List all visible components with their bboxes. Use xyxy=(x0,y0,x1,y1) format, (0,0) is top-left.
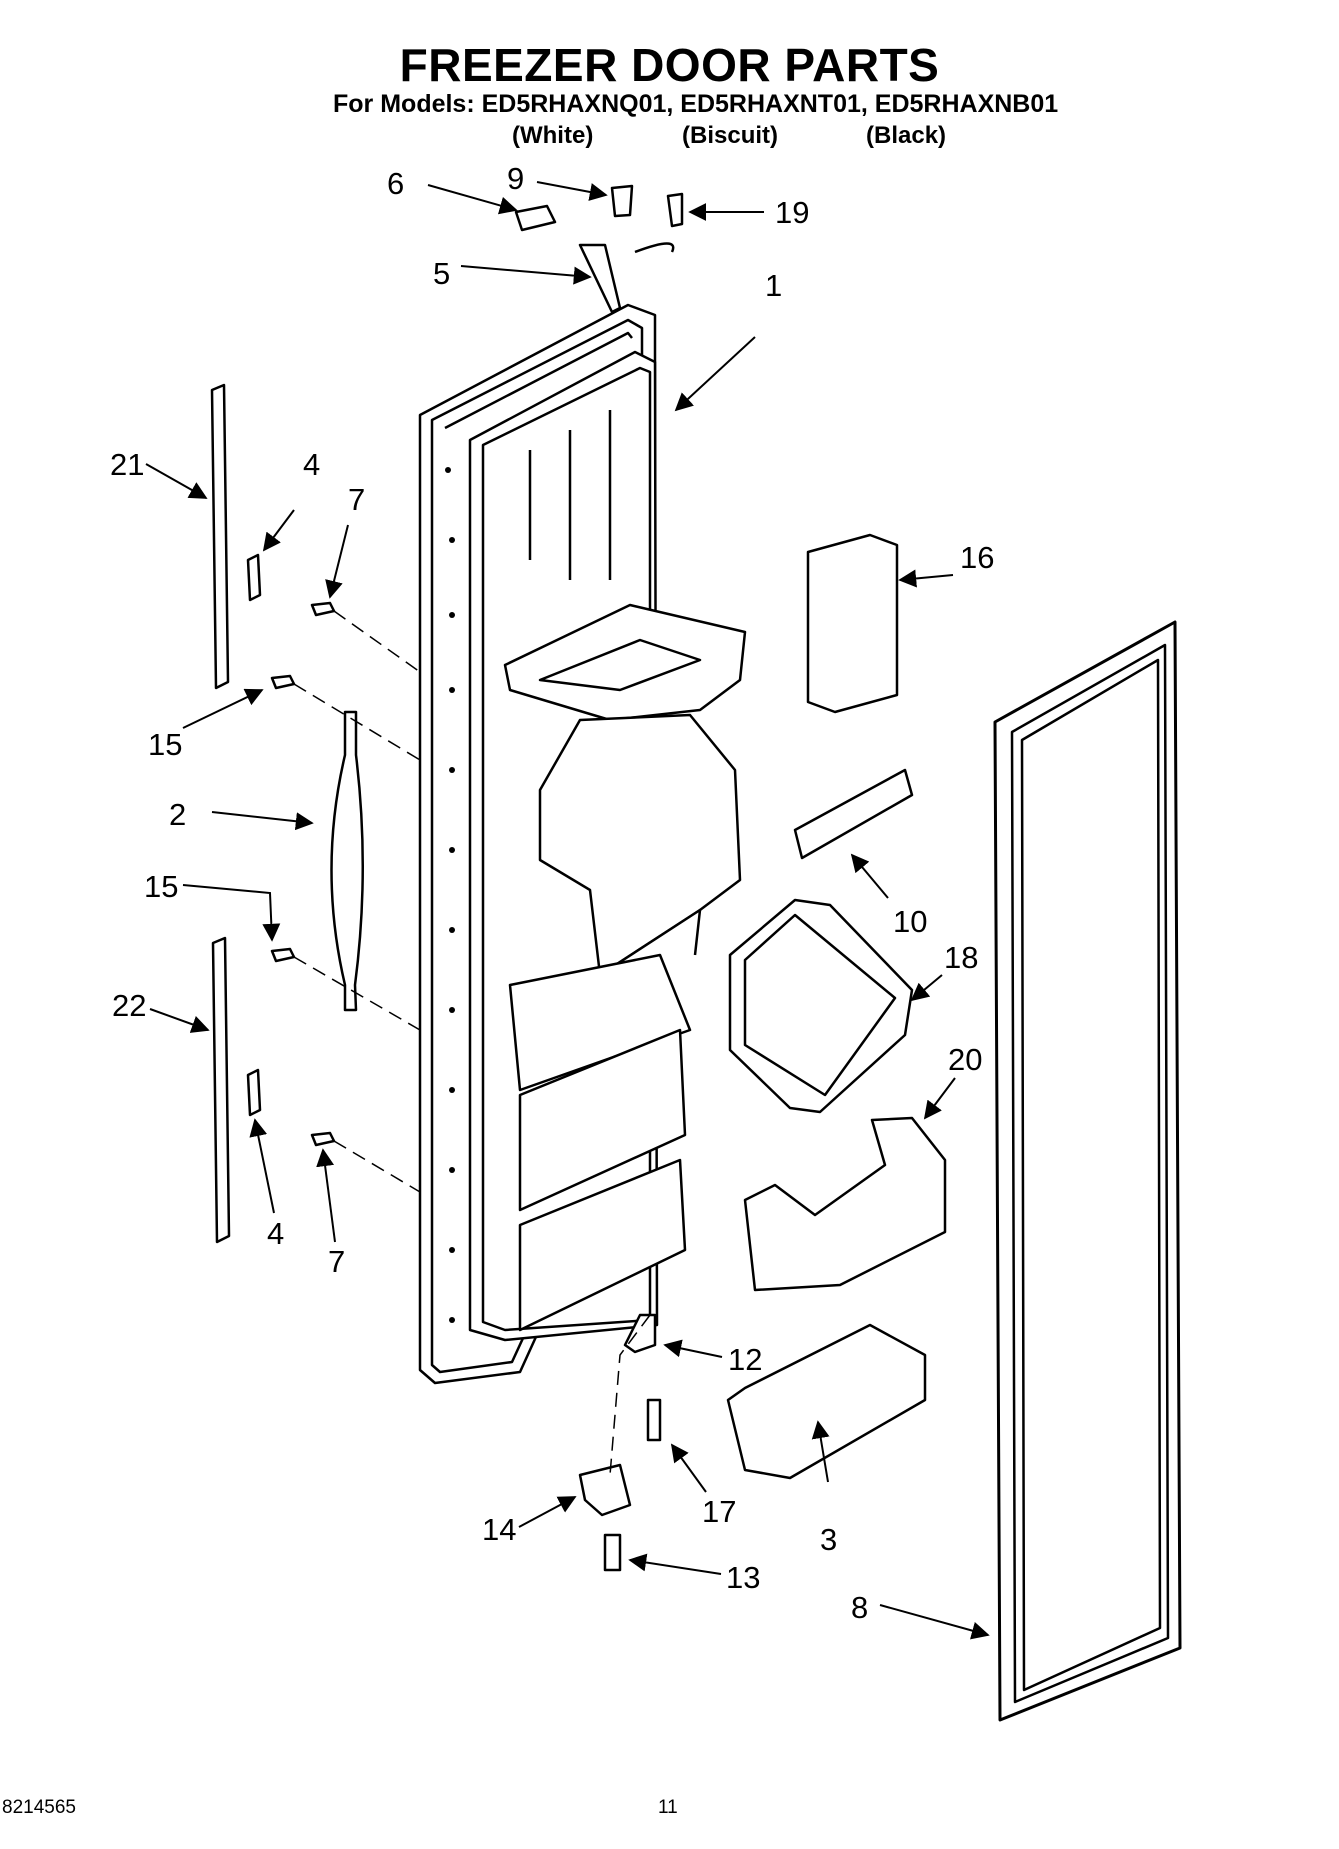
leader-12 xyxy=(663,1339,723,1358)
variant-black: (Black) xyxy=(866,122,947,149)
screw-part-15-upper xyxy=(270,674,296,690)
models-line: For Models: ED5RHAXNQ01, ED5RHAXNT01, ED… xyxy=(333,90,1059,118)
callout-2: 2 xyxy=(169,797,186,832)
leader-15-lower xyxy=(182,884,281,942)
hinge-pin-part-12 xyxy=(623,1313,657,1354)
callout-16: 16 xyxy=(960,540,994,575)
connector-part-6 xyxy=(514,204,557,232)
callout-12: 12 xyxy=(728,1342,762,1377)
leader-16 xyxy=(898,569,954,588)
leader-4-lower xyxy=(249,1118,275,1214)
cover-part-16 xyxy=(806,533,899,714)
leader-10 xyxy=(850,853,889,899)
leader-14 xyxy=(518,1496,577,1528)
clip-part-4-lower xyxy=(246,1068,262,1117)
screw-part-19 xyxy=(666,192,684,228)
page-number: 11 xyxy=(658,1797,678,1818)
leader-22 xyxy=(149,1008,210,1033)
callout-15-lower: 15 xyxy=(144,869,178,904)
leader-8 xyxy=(879,1604,990,1640)
leader-5 xyxy=(460,265,592,285)
callout-21: 21 xyxy=(110,447,144,482)
callout-22: 22 xyxy=(112,988,146,1023)
callout-18: 18 xyxy=(944,940,978,975)
screw-part-17 xyxy=(646,1398,662,1442)
leader-21 xyxy=(145,463,208,499)
callout-7-upper: 7 xyxy=(348,482,365,517)
leader-1 xyxy=(674,336,756,412)
trim-strip-part-22 xyxy=(211,936,231,1244)
leader-7-lower xyxy=(316,1148,336,1243)
callout-4-upper: 4 xyxy=(303,447,320,482)
callout-15-upper: 15 xyxy=(148,727,182,762)
callout-1: 1 xyxy=(765,268,782,303)
callout-10: 10 xyxy=(893,904,927,939)
bracket-part-20 xyxy=(743,1116,947,1292)
callout-14: 14 xyxy=(482,1512,516,1547)
hinge-part-14 xyxy=(578,1463,632,1517)
callout-20: 20 xyxy=(948,1042,982,1077)
callout-17: 17 xyxy=(702,1494,736,1529)
handle-part-2 xyxy=(330,710,364,1012)
clip-part-4-upper xyxy=(246,553,262,602)
callout-6: 6 xyxy=(387,166,404,201)
screw-part-13 xyxy=(603,1533,622,1572)
leader-4-upper xyxy=(262,509,295,552)
callout-13: 13 xyxy=(726,1560,760,1595)
page-title: FREEZER DOOR PARTS xyxy=(399,39,940,91)
screw-part-7-lower xyxy=(310,1131,336,1147)
leader-13 xyxy=(628,1553,722,1575)
channel-part-10 xyxy=(793,768,914,860)
leader-18 xyxy=(910,974,943,1002)
door-bin-part-3 xyxy=(726,1323,927,1480)
variant-biscuit: (Biscuit) xyxy=(682,122,778,149)
callout-4-lower: 4 xyxy=(267,1216,284,1251)
gasket-part-8 xyxy=(993,620,1182,1722)
callout-8: 8 xyxy=(851,1590,868,1625)
leader-17 xyxy=(670,1443,707,1493)
wire-harness-part-5 xyxy=(578,242,675,314)
document-number: 8214565 xyxy=(2,1797,76,1818)
screw-part-7-upper xyxy=(310,601,336,617)
leader-9 xyxy=(536,181,608,201)
callout-19: 19 xyxy=(775,195,809,230)
callout-5: 5 xyxy=(433,256,450,291)
basket-part-18 xyxy=(728,898,914,1114)
screw-part-15-lower xyxy=(270,947,296,963)
leader-6 xyxy=(427,184,518,215)
door-panel-part-1 xyxy=(418,303,747,1385)
leader-20 xyxy=(923,1077,956,1120)
leader-15-upper xyxy=(182,688,264,729)
plug-part-9 xyxy=(610,184,634,218)
leader-2 xyxy=(211,811,314,831)
callout-7-lower: 7 xyxy=(328,1244,345,1279)
leader-3 xyxy=(811,1420,830,1483)
variant-white: (White) xyxy=(512,122,594,149)
callout-9: 9 xyxy=(507,161,524,196)
leader-7-upper xyxy=(325,524,349,599)
trim-strip-part-21 xyxy=(210,383,230,690)
callout-3: 3 xyxy=(820,1522,837,1557)
